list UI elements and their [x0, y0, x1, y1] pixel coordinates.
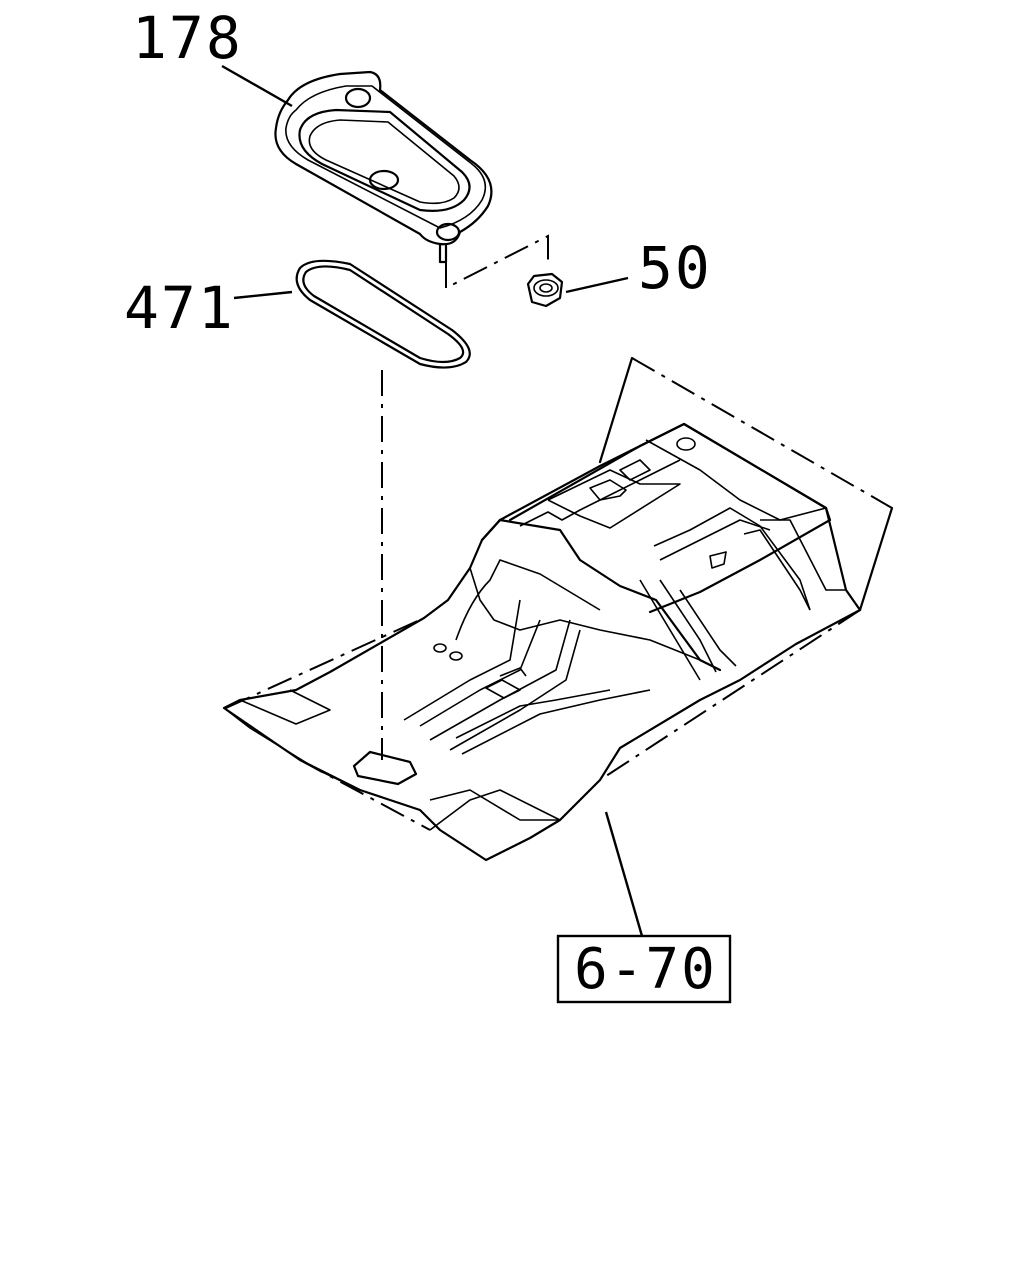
leader-nut	[565, 276, 629, 294]
reference-box-label: 6-70	[574, 937, 717, 1002]
flange-nut-part[interactable]	[526, 272, 564, 308]
cover-hole-center	[368, 169, 400, 191]
floor-opening	[352, 750, 418, 786]
leader-floor-panel	[604, 811, 644, 937]
cover-hole-top	[344, 87, 372, 109]
leader-gasket	[233, 290, 293, 300]
callout-gasket-number[interactable]: 471	[124, 274, 235, 342]
floor-panel[interactable]	[222, 356, 894, 862]
cover-hole-bottom	[435, 222, 461, 242]
nut-indicator-line	[445, 234, 549, 290]
callout-cover-number[interactable]: 178	[132, 4, 243, 72]
reference-box[interactable]: 6-70	[556, 934, 732, 1004]
gasket-part[interactable]	[295, 259, 471, 369]
leader-cover	[221, 64, 293, 108]
access-cover-part[interactable]	[274, 70, 493, 264]
callout-nut-number[interactable]: 50	[638, 234, 712, 302]
